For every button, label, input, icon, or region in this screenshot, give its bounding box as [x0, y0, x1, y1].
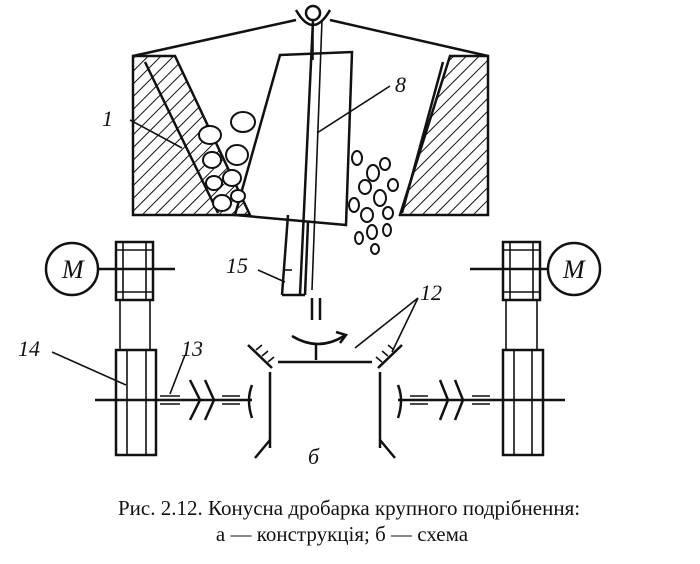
- label-coupling: 13: [181, 336, 203, 361]
- leader-housing: 1: [102, 106, 183, 149]
- leader-bevel-gears: 12: [354, 280, 442, 353]
- ore-stones-left: [198, 111, 256, 212]
- left-drive: M: [44, 240, 252, 457]
- label-shaft: 8: [395, 72, 406, 97]
- leader-coupling: 13: [169, 336, 203, 395]
- right-drive: M: [398, 240, 602, 457]
- label-bevel-gears: 12: [420, 280, 442, 305]
- figure-caption-line2: а — конструкція; б — схема: [215, 522, 469, 546]
- leader-pulley: 14: [18, 336, 127, 386]
- leader-shaft: 8: [316, 72, 406, 134]
- top-traverse: [132, 18, 489, 58]
- gear-housing: [247, 344, 403, 459]
- right-motor-label: M: [562, 255, 586, 284]
- ore-stones-right: [348, 150, 399, 255]
- left-motor-label: M: [61, 255, 85, 284]
- right-housing-wall: [398, 54, 490, 217]
- rotation-arrows: [291, 330, 349, 360]
- label-pulley: 14: [18, 336, 40, 361]
- leader-bearing: 15: [226, 253, 286, 283]
- label-bearing: 15: [226, 253, 248, 278]
- figure-caption-line1: Рис. 2.12. Конусна дробарка крупного под…: [118, 496, 581, 520]
- label-housing: 1: [102, 106, 113, 131]
- label-scheme: б: [308, 444, 320, 469]
- left-housing-wall: [131, 54, 252, 217]
- crushing-cone: [233, 19, 354, 296]
